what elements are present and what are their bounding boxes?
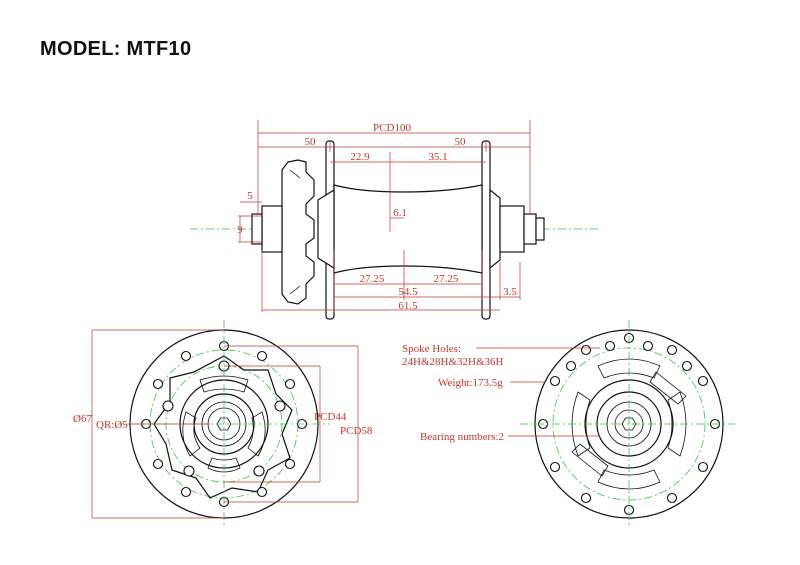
bolt-hole <box>162 400 174 412</box>
left-shoulder <box>317 188 335 270</box>
spoke-hole <box>642 340 654 352</box>
dim-pcd58: PCD58 <box>340 425 373 437</box>
spoke-hole <box>604 340 616 352</box>
dim-axle-dia: 9 <box>237 224 243 236</box>
cutout <box>649 371 687 405</box>
front-view-drive-side <box>520 320 735 528</box>
right-axle-end <box>523 213 537 245</box>
spoke-hole <box>580 344 592 356</box>
dim-left-half: 50 <box>305 136 317 148</box>
spoke-holes-label: Spoke Holes: <box>402 343 461 355</box>
bearing-note: Bearing numbers:2 <box>420 431 504 443</box>
bolt-hole <box>274 400 286 412</box>
flange-cutouts <box>182 375 266 473</box>
spoke-hole <box>256 350 268 362</box>
cutout <box>597 469 661 490</box>
front-view-disc-side: Ø67 QR:Ø5 PCD44 PCD58 <box>73 320 373 528</box>
spoke-hole <box>256 486 268 498</box>
rotor-bolt-holes <box>162 360 286 477</box>
dim-pcd44: PCD44 <box>314 411 347 423</box>
spec-notes: Spoke Holes: 24H&28H&32H&36H Weight:173.… <box>402 343 600 443</box>
side-view: PCD100 50 50 22.9 35.1 6.1 5 9 27.25 27.… <box>190 120 600 320</box>
spoke-hole <box>681 360 693 372</box>
spoke-hole <box>697 461 709 473</box>
bolt-hole <box>183 465 195 477</box>
spoke-hole <box>697 375 709 387</box>
rotor-mount-star <box>153 355 293 499</box>
spoke-hole <box>284 378 296 390</box>
spoke-hole <box>180 350 192 362</box>
dim-body-length: 54.5 <box>398 286 418 298</box>
right-shoulder <box>489 188 501 270</box>
spoke-holes-value: 24H&28H&32H&36H <box>402 356 504 368</box>
spoke-hole <box>666 492 678 504</box>
page-title: MODEL: MTF10 <box>40 38 192 60</box>
dim-flange-left: 27.25 <box>360 273 385 285</box>
cutout <box>667 391 687 457</box>
dim-overall-length: 61.5 <box>398 300 418 312</box>
dim-flange-right: 27.25 <box>434 273 459 285</box>
spoke-hole <box>284 458 296 470</box>
left-axle-end <box>251 213 263 245</box>
disc-mount-flange <box>281 159 315 305</box>
spoke-hole <box>549 461 561 473</box>
left-endcap <box>261 205 283 253</box>
bolt-hole <box>253 465 265 477</box>
dim-axle-left: 5 <box>247 190 253 202</box>
spoke-hole <box>580 492 592 504</box>
weight-note: Weight:173.5g <box>438 377 503 389</box>
spoke-hole <box>565 360 577 372</box>
disc-mount-detail <box>289 285 301 295</box>
right-spoke-flange <box>481 140 491 320</box>
spoke-hole <box>180 486 192 498</box>
hub-shell <box>333 184 483 274</box>
cutout <box>182 411 201 457</box>
dim-pcd100: PCD100 <box>373 122 411 134</box>
right-axle-tip <box>535 217 545 241</box>
cutout <box>247 411 266 457</box>
spoke-hole <box>549 375 561 387</box>
right-endcap <box>499 205 525 253</box>
dim-endcap: 3.5 <box>503 286 517 298</box>
dim-right-half: 50 <box>455 136 467 148</box>
spoke-hole <box>666 344 678 356</box>
spoke-hole <box>152 458 164 470</box>
dim-left-inner: 22.9 <box>350 151 370 163</box>
dim-qr: QR:Ø5 <box>96 419 128 431</box>
dim-outer-dia: Ø67 <box>73 413 92 425</box>
spoke-hole <box>152 378 164 390</box>
cutout <box>207 457 241 473</box>
dim-center-offset: 6.1 <box>393 207 407 219</box>
cutout <box>597 358 661 379</box>
cutout <box>571 443 609 477</box>
cutout <box>199 375 249 393</box>
dim-right-inner: 35.1 <box>428 151 447 163</box>
disc-mount-detail <box>289 169 301 179</box>
